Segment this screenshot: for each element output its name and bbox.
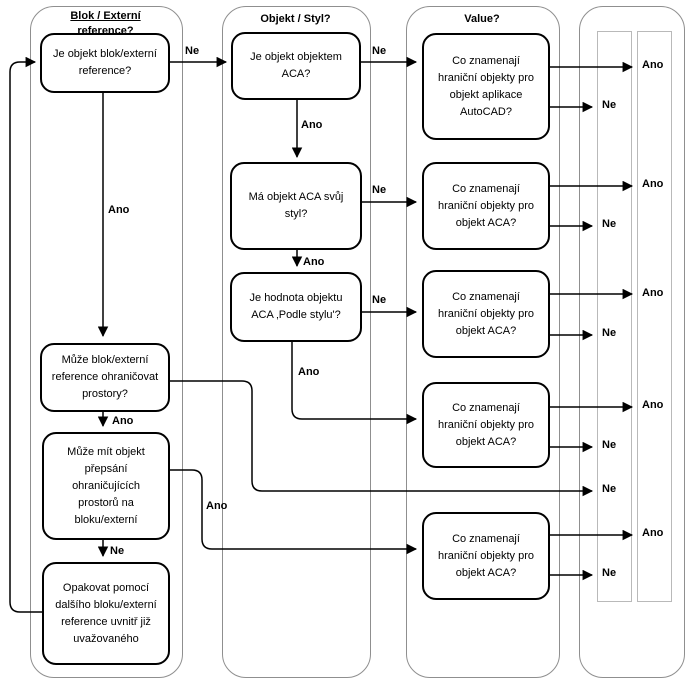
node-text: Co znamenají hraniční objekty pro objekt… (438, 290, 534, 337)
node-opakovat-pomoci-dalsiho-bloku: Opakovat pomocí dalšího bloku/externí re… (42, 562, 170, 665)
edge-label-ano: Ano (301, 119, 323, 131)
edge-label-ne: Ne (602, 218, 617, 230)
node-je-objekt-objektem-aca: Je objekt objektem ACA? (231, 32, 361, 100)
edge-label-ne: Ne (185, 45, 200, 57)
edge-label-ano: Ano (642, 399, 664, 411)
result-column-ano (637, 31, 672, 602)
edge-label-ne: Ne (372, 184, 387, 196)
node-co-znamenaji-aca-2: Co znamenají hraniční objekty pro objekt… (422, 270, 550, 358)
node-co-znamenaji-aca-4: Co znamenají hraniční objekty pro objekt… (422, 512, 550, 600)
edge-label-ano: Ano (642, 527, 664, 539)
edge-label-ne: Ne (602, 439, 617, 451)
node-co-znamenaji-aca-3: Co znamenají hraniční objekty pro objekt… (422, 382, 550, 468)
edge-b2-ne-result (170, 380, 594, 497)
swimlane-objekt-styl (222, 6, 371, 678)
edge-label-ne: Ne (110, 545, 125, 557)
node-text: Co znamenají hraniční objekty pro objekt… (438, 182, 534, 229)
node-je-objekt-blok-externi-reference: Je objekt blok/externí reference? (40, 33, 170, 93)
swimlane-value (406, 6, 560, 678)
edge-label-ne: Ne (372, 45, 387, 57)
lane-header-value: Value? (406, 12, 558, 27)
node-text: Opakovat pomocí dalšího bloku/externí re… (55, 581, 157, 645)
edge-label-ne: Ne (372, 294, 387, 306)
node-text: Co znamenají hraniční objekty pro objekt… (438, 54, 534, 118)
node-text: Má objekt ACA svůj styl? (248, 191, 344, 220)
edge-label-ano: Ano (642, 178, 664, 190)
edge-label-ano: Ano (642, 287, 664, 299)
node-muze-mit-objekt-prepsani: Může mít objekt přepsání ohraničujících … (42, 432, 170, 540)
result-column-ne (597, 31, 632, 602)
edge-label-ano: Ano (108, 204, 130, 216)
node-text: Může blok/externí reference ohraničovat … (51, 354, 159, 400)
edge-label-ano: Ano (206, 500, 228, 512)
edge-b4-b1-loop (9, 56, 42, 613)
edge-label-ne: Ne (602, 567, 617, 579)
swimlane-blok-externi-reference (30, 6, 183, 678)
node-je-hodnota-objektu-podle-stylu: Je hodnota objektu ACA ‚Podle stylu'? (230, 272, 362, 342)
edge-label-ne: Ne (602, 483, 617, 495)
node-co-znamenaji-aca-1: Co znamenají hraniční objekty pro objekt… (422, 162, 550, 250)
lane-header-objekt-styl: Objekt / Styl? (222, 12, 369, 27)
node-text: Co znamenají hraniční objekty pro objekt… (438, 532, 534, 579)
node-co-znamenaji-autocad: Co znamenají hraniční objekty pro objekt… (422, 33, 550, 140)
node-text: Může mít objekt přepsání ohraničujících … (67, 445, 145, 526)
node-text: Co znamenají hraniční objekty pro objekt… (438, 401, 534, 448)
node-text: Je hodnota objektu ACA ‚Podle stylu'? (249, 292, 343, 321)
edge-label-ano: Ano (642, 59, 664, 71)
edge-label-ne: Ne (602, 327, 617, 339)
node-text: Je objekt blok/externí reference? (53, 48, 157, 77)
edge-label-ano: Ano (112, 415, 134, 427)
node-text: Je objekt objektem ACA? (250, 51, 342, 80)
edge-label-ano: Ano (303, 256, 325, 268)
node-ma-objekt-aca-svuj-styl: Má objekt ACA svůj styl? (230, 162, 362, 250)
swimlane-results (579, 6, 685, 678)
lane-header-objekt-styl-text: Objekt / Styl? (260, 13, 331, 25)
edge-b3-v5 (170, 469, 418, 555)
edge-s3-v4 (291, 342, 418, 425)
lane-header-value-text: Value? (464, 13, 500, 25)
edge-label-ne: Ne (602, 99, 617, 111)
edge-label-ano: Ano (298, 366, 320, 378)
node-muze-blok-ohranicovat-prostory: Může blok/externí reference ohraničovat … (40, 343, 170, 412)
